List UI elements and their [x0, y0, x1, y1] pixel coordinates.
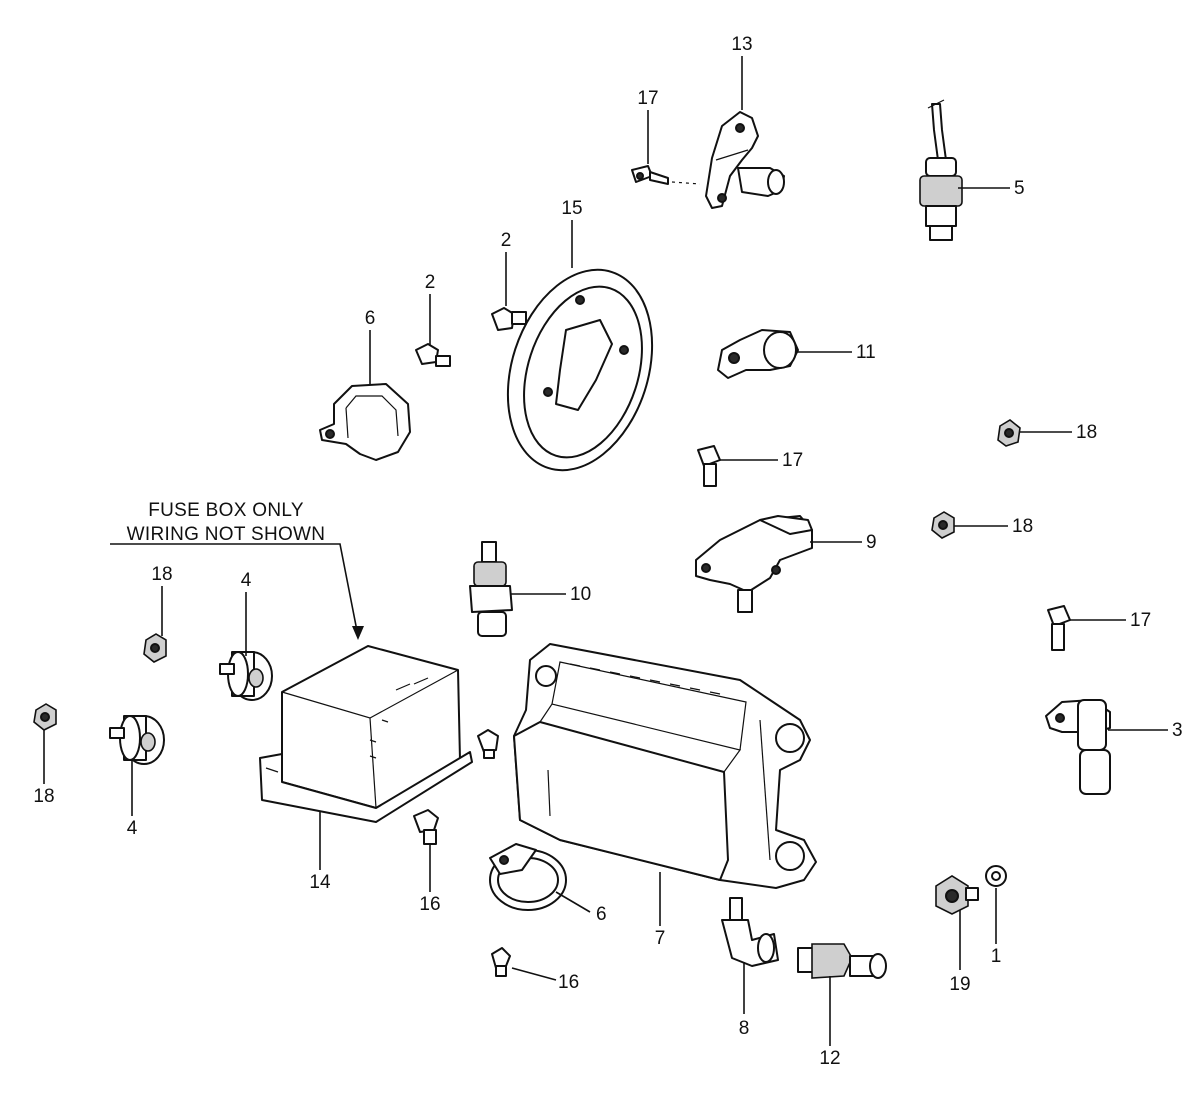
note-line-2: WIRING NOT SHOWN: [127, 524, 326, 545]
part-18-nut-a: [997, 419, 1021, 447]
callout-12: 12: [819, 1048, 840, 1069]
part-18-nut-c: [143, 633, 167, 663]
part-12-pressure-sender: [797, 943, 887, 979]
callout-18: 18: [33, 786, 54, 807]
note-line-1: FUSE BOX ONLY: [148, 500, 304, 521]
part-11-clamp: [717, 329, 799, 379]
callout-2: 2: [501, 230, 512, 251]
callout-labels: 13 17 5 15 2 2 6 11 17 18 18 9 10 17 18 …: [33, 34, 1182, 1069]
callout-3: 3: [1172, 720, 1183, 741]
part-16-bolt-lower: [491, 947, 511, 977]
callout-11: 11: [856, 342, 876, 363]
callout-7: 7: [655, 928, 666, 949]
callout-18: 18: [151, 564, 172, 585]
part-14-fuse-box: [259, 645, 473, 823]
callout-1: 1: [991, 946, 1002, 967]
part-17-bolt-top: [631, 165, 669, 185]
part-10-pressure-switch: [469, 541, 513, 637]
callout-16: 16: [419, 894, 440, 915]
part-18-nut-b: [931, 511, 955, 539]
part-13-camshaft-sensor: [705, 111, 785, 209]
callout-2: 2: [425, 272, 436, 293]
callout-16: 16: [558, 972, 579, 993]
callout-15: 15: [561, 198, 582, 219]
note-arrowhead: [352, 626, 364, 640]
part-7-ecu: [513, 643, 817, 889]
part-18-nut-d: [33, 703, 57, 731]
part-1-lock-washer: [985, 865, 1007, 887]
callout-6: 6: [596, 904, 607, 925]
part-6-hose-clamp: [489, 843, 567, 911]
callout-6: 6: [365, 308, 376, 329]
callout-14: 14: [309, 872, 331, 893]
part-9-map-sensor: [695, 515, 813, 613]
part-6-bracket: [319, 383, 411, 461]
part-3-crank-sensor: [1045, 699, 1111, 795]
part-2-bolt-lower: [415, 343, 451, 367]
callout-9: 9: [866, 532, 877, 553]
callout-17: 17: [782, 450, 803, 471]
callout-19: 19: [949, 974, 970, 995]
callout-17: 17: [1130, 610, 1151, 631]
fuse-box-note: FUSE BOX ONLY WIRING NOT SHOWN: [110, 500, 364, 640]
callout-10: 10: [570, 584, 591, 605]
part-17-bolt-middle: [697, 445, 721, 487]
part-2-bolt-upper: [491, 307, 527, 331]
callout-8: 8: [739, 1018, 750, 1039]
part-8-elbow-connector: [721, 897, 779, 967]
part-4-relay-upper: [219, 651, 273, 701]
part-15-reluctor-ring: [506, 268, 654, 472]
part-16-bolt-upper: [413, 809, 439, 845]
part-17-bolt-right: [1047, 605, 1071, 651]
callout-13: 13: [731, 34, 752, 55]
part-4-relay-lower: [109, 715, 165, 765]
callout-18: 18: [1076, 422, 1097, 443]
leader-lines: [43, 56, 1168, 1046]
callout-17: 17: [637, 88, 658, 109]
callout-18: 18: [1012, 516, 1033, 537]
callout-4: 4: [127, 818, 138, 839]
part-bolt-unlabeled: [477, 729, 499, 759]
part-5-sensor: [919, 99, 963, 241]
callout-4: 4: [241, 570, 252, 591]
part-19-nut: [935, 875, 979, 915]
callout-5: 5: [1014, 178, 1025, 199]
